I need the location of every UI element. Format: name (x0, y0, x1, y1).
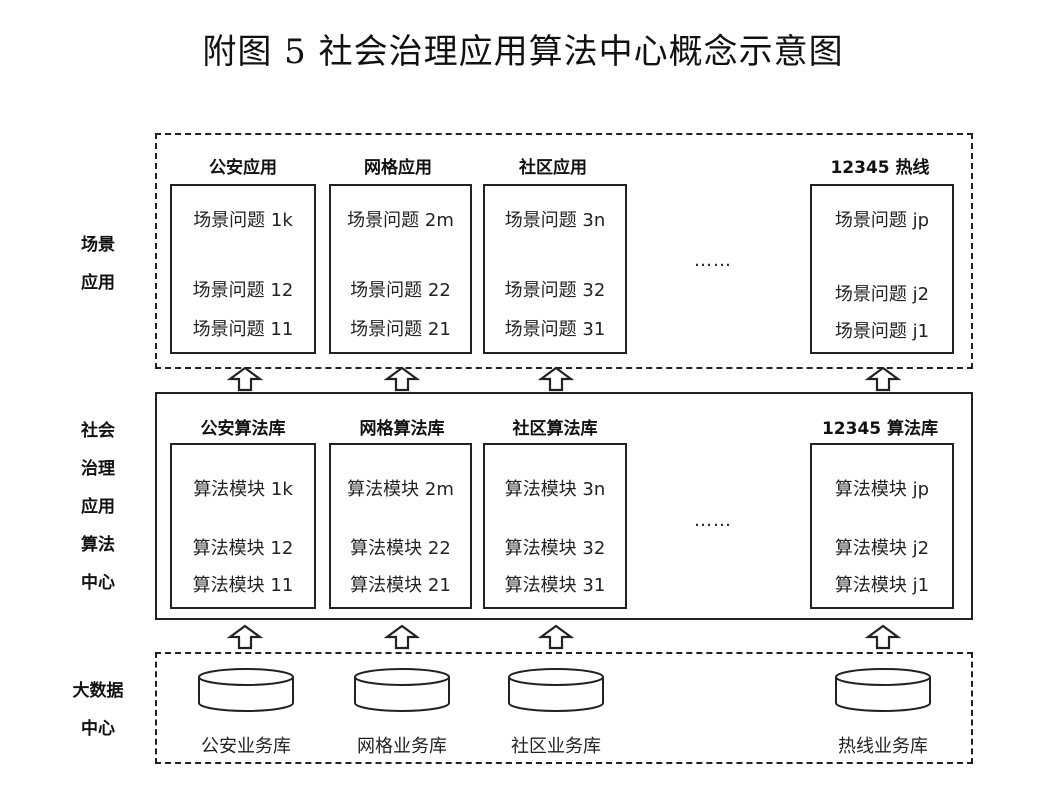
scene-item: 场景问题 31 (504, 319, 606, 340)
scene-head-community: 社区应用 (519, 158, 587, 178)
algo-box-police: 算法模块 1k 算法模块 12 算法模块 11 (170, 443, 316, 609)
algo-head-community: 社区算法库 (512, 419, 598, 439)
algo-layer-label-line: 社会 (81, 421, 115, 441)
data-layer-label-line1: 大数据 (72, 681, 124, 701)
scene-layer-label: 场景 应用 (58, 226, 138, 302)
scene-head-grid: 网格应用 (364, 158, 432, 178)
algo-item: 算法模块 2m (347, 479, 454, 500)
arrow-up-icon (865, 624, 901, 650)
data-layer-label: 大数据 中心 (58, 672, 138, 748)
database-icon (198, 668, 294, 712)
arrow-up-icon (538, 624, 574, 650)
algo-item: 算法模块 1k (193, 479, 293, 500)
arrow-up-icon (865, 366, 901, 392)
algo-box-community: 算法模块 3n 算法模块 32 算法模块 31 (483, 443, 627, 609)
algo-layer-frame (155, 392, 973, 620)
database-label-community: 社区业务库 (511, 736, 601, 757)
algo-head-hotline: 12345 算法库 (821, 419, 939, 439)
database-label-grid: 网格业务库 (357, 736, 447, 757)
scene-ellipsis: …… (694, 250, 732, 271)
arrow-up-icon (384, 366, 420, 392)
database-icon (835, 668, 931, 712)
algo-box-hotline: 算法模块 jp 算法模块 j2 算法模块 j1 (810, 443, 954, 609)
scene-box-hotline: 场景问题 jp 场景问题 j2 场景问题 j1 (810, 184, 954, 354)
scene-item: 场景问题 j2 (834, 284, 930, 305)
algo-item: 算法模块 31 (504, 575, 606, 596)
arrow-up-icon (538, 366, 574, 392)
algo-layer-label-line: 应用 (81, 497, 115, 517)
scene-item: 场景问题 3n (504, 210, 606, 231)
algo-item: 算法模块 jp (834, 479, 930, 500)
scene-head-police: 公安应用 (209, 158, 277, 178)
algo-layer-label-line: 治理 (81, 459, 115, 479)
database-icon (354, 668, 450, 712)
algo-layer-label-line: 算法 (81, 535, 115, 555)
scene-box-police: 场景问题 1k 场景问题 12 场景问题 11 (170, 184, 316, 354)
arrow-up-icon (227, 366, 263, 392)
scene-item: 场景问题 11 (192, 319, 294, 340)
algo-item: 算法模块 22 (350, 538, 451, 559)
algo-item: 算法模块 11 (192, 575, 294, 596)
algo-ellipsis: …… (694, 510, 732, 531)
arrow-up-icon (384, 624, 420, 650)
scene-item: 场景问题 12 (192, 280, 294, 301)
database-icon (508, 668, 604, 712)
scene-item: 场景问题 jp (834, 210, 930, 231)
database-label-hotline: 热线业务库 (838, 736, 928, 757)
algo-item: 算法模块 j1 (834, 575, 930, 596)
algo-item: 算法模块 21 (350, 575, 451, 596)
scene-layer-label-line2: 应用 (81, 273, 115, 293)
diagram-title: 附图 5 社会治理应用算法中心概念示意图 (202, 32, 844, 72)
algo-item: 算法模块 j2 (834, 538, 930, 559)
scene-layer-label-line1: 场景 (81, 235, 115, 255)
scene-item: 场景问题 21 (350, 319, 451, 340)
data-layer-frame (155, 652, 973, 764)
scene-item: 场景问题 32 (504, 280, 606, 301)
database-label-police: 公安业务库 (201, 736, 291, 757)
scene-item: 场景问题 22 (350, 280, 451, 301)
scene-item: 场景问题 1k (193, 210, 293, 231)
algo-item: 算法模块 3n (504, 479, 606, 500)
scene-item: 场景问题 2m (347, 210, 454, 231)
algo-item: 算法模块 32 (504, 538, 606, 559)
scene-item: 场景问题 j1 (834, 321, 930, 342)
arrow-up-icon (227, 624, 263, 650)
algo-head-grid: 网格算法库 (359, 419, 445, 439)
scene-box-grid: 场景问题 2m 场景问题 22 场景问题 21 (329, 184, 472, 354)
algo-box-grid: 算法模块 2m 算法模块 22 算法模块 21 (329, 443, 472, 609)
scene-layer-frame (155, 133, 973, 369)
data-layer-label-line2: 中心 (81, 719, 115, 739)
algo-layer-label-line: 中心 (81, 573, 115, 593)
scene-box-community: 场景问题 3n 场景问题 32 场景问题 31 (483, 184, 627, 354)
algo-layer-label: 社会 治理 应用 算法 中心 (58, 412, 138, 602)
scene-head-hotline: 12345 热线 (830, 158, 930, 178)
algo-head-police: 公安算法库 (200, 419, 286, 439)
algo-item: 算法模块 12 (192, 538, 294, 559)
